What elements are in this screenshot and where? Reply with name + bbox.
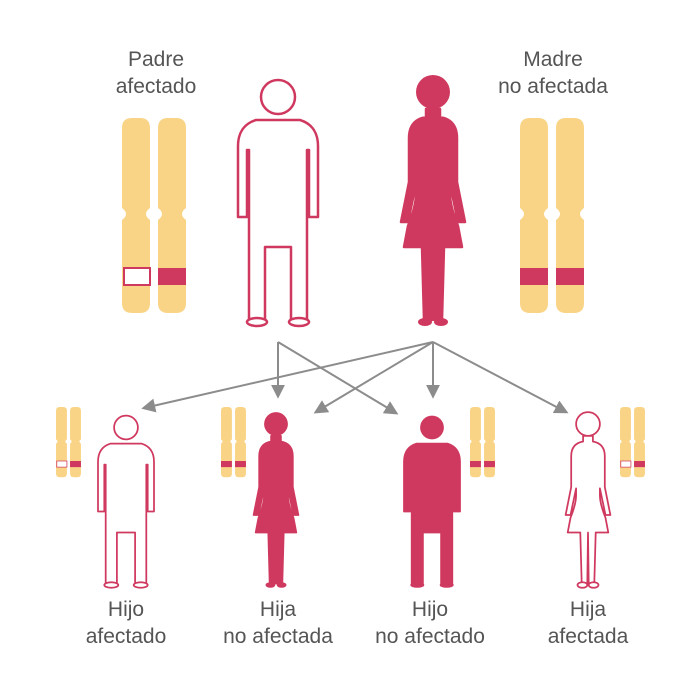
child4-figure (564, 411, 612, 589)
father-figure (236, 78, 320, 328)
child2-chromosome-pair (221, 407, 246, 478)
child1-chromosome-pair (55, 406, 82, 478)
mother-chromosome-pair (520, 118, 584, 313)
child4-label-line1: Hija (569, 598, 607, 621)
child4-label: Hija afectada (528, 596, 648, 650)
child4-label-line2: afectada (547, 625, 629, 648)
mother-label: Madre no afectada (478, 46, 628, 100)
child2-label-line2: no afectada (223, 625, 333, 648)
child2-label: Hija no afectada (206, 596, 350, 650)
child3-chromosome-pair (470, 407, 495, 478)
arrow-mother-to-daughter2 (432, 341, 569, 414)
child3-figure (403, 414, 461, 589)
child1-figure (97, 414, 155, 589)
mother-label-line2: no afectada (498, 75, 608, 98)
child4-chromosome-pair (619, 406, 646, 478)
arrow-father-to-son2 (277, 341, 399, 415)
child3-label: Hijo no afectado (358, 596, 502, 650)
child2-figure (252, 411, 300, 589)
mother-figure (399, 73, 467, 328)
child2-label-line1: Hija (259, 598, 297, 621)
inheritance-arrows (141, 341, 569, 415)
arrow-mother-to-son1 (141, 341, 434, 413)
arrow-mother-to-daughter1 (313, 341, 434, 414)
father-label-line1: Padre (127, 48, 185, 71)
father-label: Padre afectado (96, 46, 216, 100)
child1-label-line2: afectado (85, 625, 167, 648)
mother-label-line1: Madre (523, 48, 583, 71)
child1-label-line1: Hijo (107, 598, 145, 621)
child3-label-line1: Hijo (411, 598, 449, 621)
father-chromosome-pair (121, 117, 187, 314)
child1-label: Hijo afectado (66, 596, 186, 650)
father-label-line2: afectado (115, 75, 197, 98)
child3-label-line2: no afectado (375, 625, 485, 648)
